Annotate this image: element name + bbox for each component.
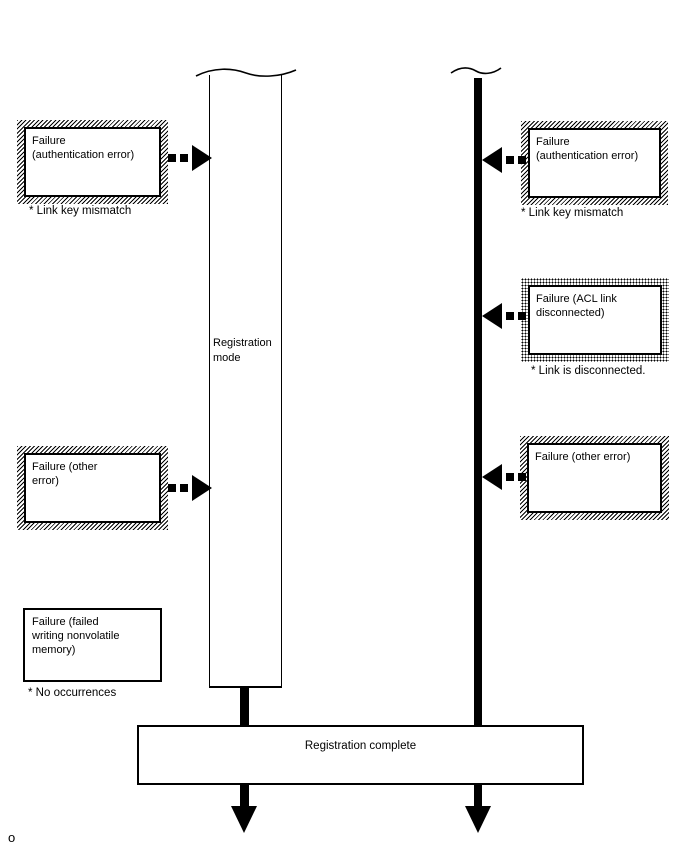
failure-box-left-authentication: Failure (authentication error) [17, 120, 168, 204]
failure-box-label: Failure (authentication error) [528, 128, 661, 198]
failure-box-right-authentication: Failure (authentication error) [521, 121, 668, 205]
note-left-authentication: * Link key mismatch [29, 205, 132, 217]
failure-box-label: Failure (other error) [24, 453, 161, 523]
right-lifeline-break-wave-icon [449, 62, 503, 80]
arrow-right-other-error-icon [482, 464, 526, 490]
left-lifeline-break-wave-icon [194, 64, 298, 82]
arrow-left-other-error-icon [168, 475, 212, 501]
arrow-left-authentication-icon [168, 145, 212, 171]
note-link-disconnected: * Link is disconnected. [531, 365, 646, 377]
note-right-authentication: * Link key mismatch [521, 207, 624, 219]
failure-box-right-other-error: Failure (other error) [520, 436, 669, 520]
registration-mode-label: Registration mode [213, 337, 272, 364]
registration-complete-box: Registration complete [137, 725, 584, 785]
left-exit-stem [240, 784, 249, 808]
arrow-acl-disconnected-icon [482, 303, 526, 329]
registration-mode-lifeline: Registration mode [209, 75, 282, 688]
left-exit-arrowhead-icon [231, 806, 257, 833]
failure-box-acl-disconnected: Failure (ACL link disconnected) [521, 278, 669, 362]
corner-text: o [8, 830, 16, 845]
arrow-right-authentication-icon [482, 147, 526, 173]
failure-box-label: Failure (ACL link disconnected) [528, 285, 662, 355]
failure-box-nonvolatile-memory: Failure (failed writing nonvolatile memo… [23, 608, 162, 682]
note-no-occurrences: * No occurrences [28, 687, 117, 699]
failure-box-label: Failure (other error) [527, 443, 662, 513]
right-exit-stem [474, 784, 482, 808]
right-exit-arrowhead-icon [465, 806, 491, 833]
failure-box-label: Failure (authentication error) [24, 127, 161, 197]
left-lifeline-stem [240, 686, 249, 726]
device-lifeline [474, 78, 482, 785]
failure-box-left-other-error: Failure (other error) [17, 446, 168, 530]
